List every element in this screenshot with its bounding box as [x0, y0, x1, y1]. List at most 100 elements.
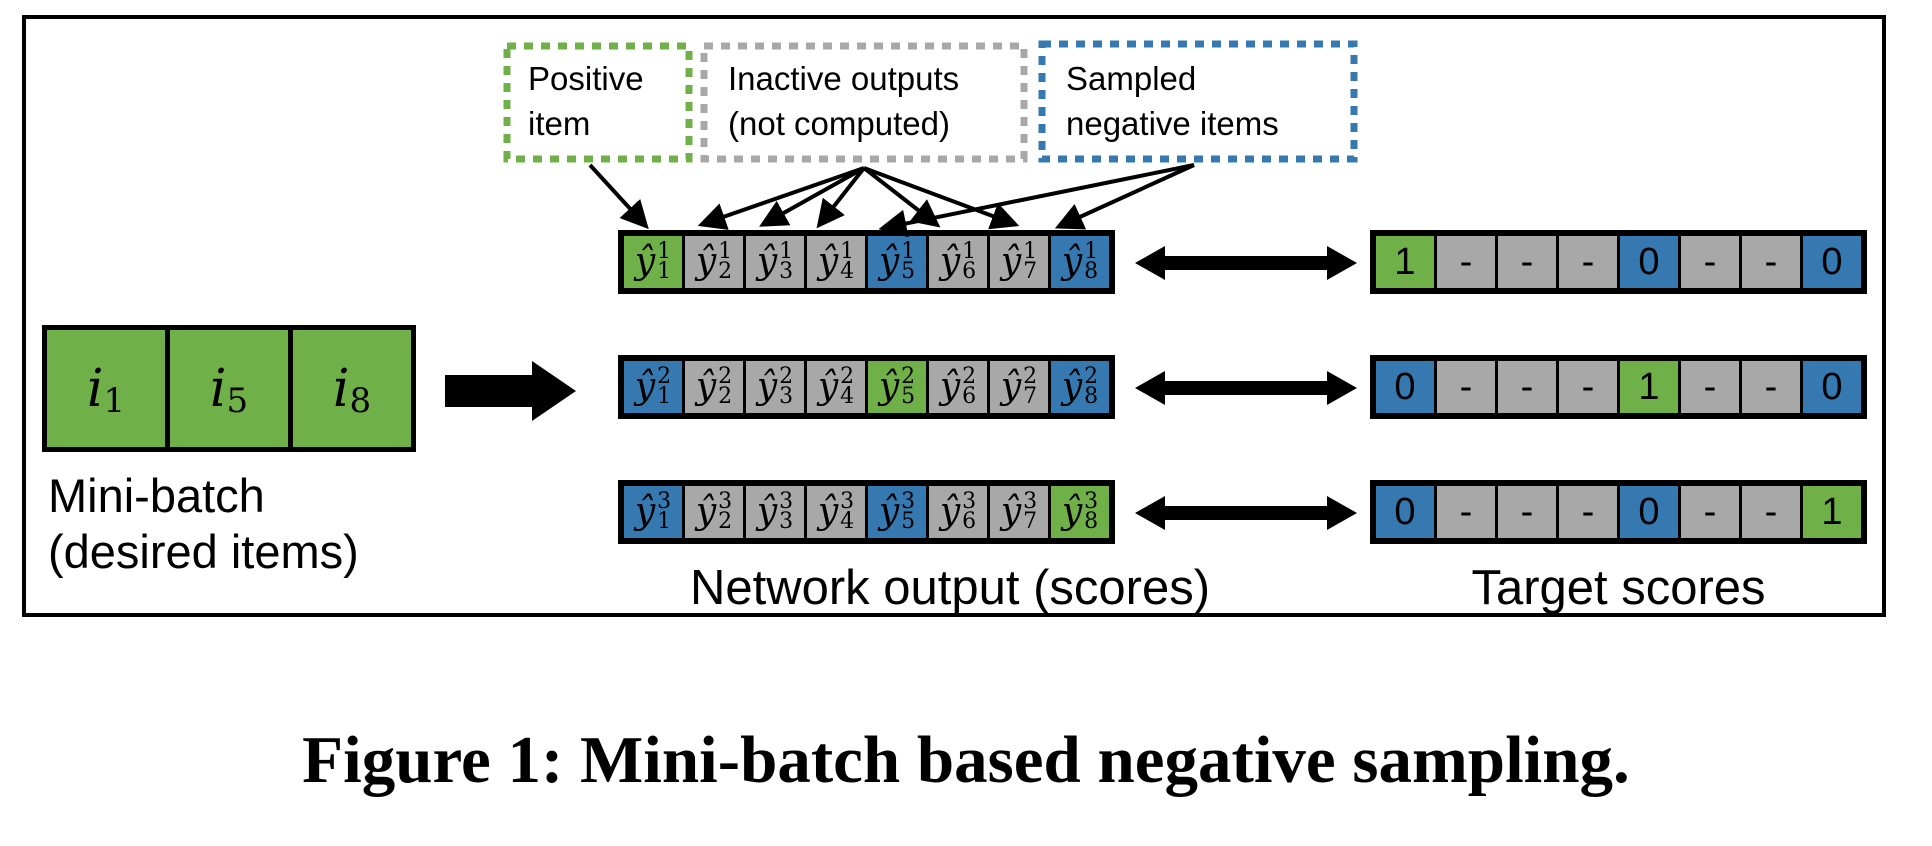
- score-symbol: ŷ: [878, 491, 900, 532]
- legend-line: Sampled: [1066, 60, 1197, 97]
- target-value: -: [1703, 365, 1717, 408]
- item-subscript: 1: [103, 380, 126, 421]
- target-cell: -: [1739, 358, 1803, 416]
- legend-label-sampled-negatives: Sampled negative items: [1066, 56, 1279, 146]
- score-subscript: 1: [657, 384, 672, 409]
- item-symbol: i: [332, 358, 350, 419]
- target-cell: -: [1434, 483, 1498, 541]
- score-symbol: ŷ: [878, 241, 900, 282]
- target-cell: -: [1678, 233, 1742, 291]
- score-superscript: 3: [962, 489, 977, 514]
- score-symbol: ŷ: [634, 491, 656, 532]
- score-superscript: 3: [779, 489, 794, 514]
- score-subscript: 7: [1023, 384, 1038, 409]
- target-cell: -: [1495, 233, 1559, 291]
- item-subscript: 5: [226, 380, 249, 421]
- target-cell: 0: [1800, 233, 1864, 291]
- score-symbol: ŷ: [817, 491, 839, 532]
- legend-line: Positive: [528, 60, 644, 97]
- target-value: -: [1581, 490, 1595, 533]
- target-value: 0: [1394, 490, 1416, 533]
- target-cell: -: [1495, 483, 1559, 541]
- score-superscript: 1: [718, 239, 733, 264]
- score-symbol: ŷ: [939, 491, 961, 532]
- target-cell: -: [1495, 358, 1559, 416]
- target-value: 1: [1638, 365, 1660, 408]
- score-subscript: 4: [840, 509, 855, 534]
- score-superscript: 2: [901, 364, 916, 389]
- score-superscript: 1: [840, 239, 855, 264]
- score-superscript: 3: [718, 489, 733, 514]
- target-scores-row-1: 1---0--0: [1370, 230, 1867, 294]
- score-superscript: 1: [901, 239, 916, 264]
- score-subscript: 8: [1084, 384, 1099, 409]
- score-symbol: ŷ: [1061, 366, 1083, 407]
- legend-line: Inactive outputs: [728, 60, 960, 97]
- target-cell: 1: [1373, 233, 1437, 291]
- target-cell: 0: [1373, 483, 1437, 541]
- score-superscript: 2: [1023, 364, 1038, 389]
- target-value: -: [1459, 490, 1473, 533]
- target-value: -: [1459, 240, 1473, 283]
- target-cell: -: [1739, 233, 1803, 291]
- target-value: -: [1764, 490, 1778, 533]
- network-output-label: Network output (scores): [689, 561, 1211, 615]
- target-value: -: [1520, 365, 1534, 408]
- score-superscript: 2: [1084, 364, 1099, 389]
- target-cell: -: [1434, 233, 1498, 291]
- target-value: -: [1703, 490, 1717, 533]
- score-subscript: 3: [779, 384, 794, 409]
- legend-line: item: [528, 105, 591, 142]
- score-superscript: 2: [718, 364, 733, 389]
- score-superscript: 1: [779, 239, 794, 264]
- target-cell: -: [1556, 483, 1620, 541]
- score-subscript: 4: [840, 384, 855, 409]
- score-subscript: 6: [962, 259, 977, 284]
- target-cell: 0: [1617, 233, 1681, 291]
- score-superscript: 2: [962, 364, 977, 389]
- score-superscript: 3: [901, 489, 916, 514]
- target-cell: 0: [1373, 358, 1437, 416]
- score-symbol: ŷ: [1061, 491, 1083, 532]
- score-symbol: ŷ: [1000, 241, 1022, 282]
- score-symbol: ŷ: [878, 366, 900, 407]
- legend-label-inactive-outputs: Inactive outputs (not computed): [728, 56, 959, 146]
- item-symbol: i: [86, 358, 104, 419]
- target-value: -: [1520, 490, 1534, 533]
- score-superscript: 3: [657, 489, 672, 514]
- score-subscript: 6: [962, 384, 977, 409]
- score-superscript: 1: [657, 239, 672, 264]
- score-subscript: 5: [901, 509, 916, 534]
- target-cell: -: [1678, 483, 1742, 541]
